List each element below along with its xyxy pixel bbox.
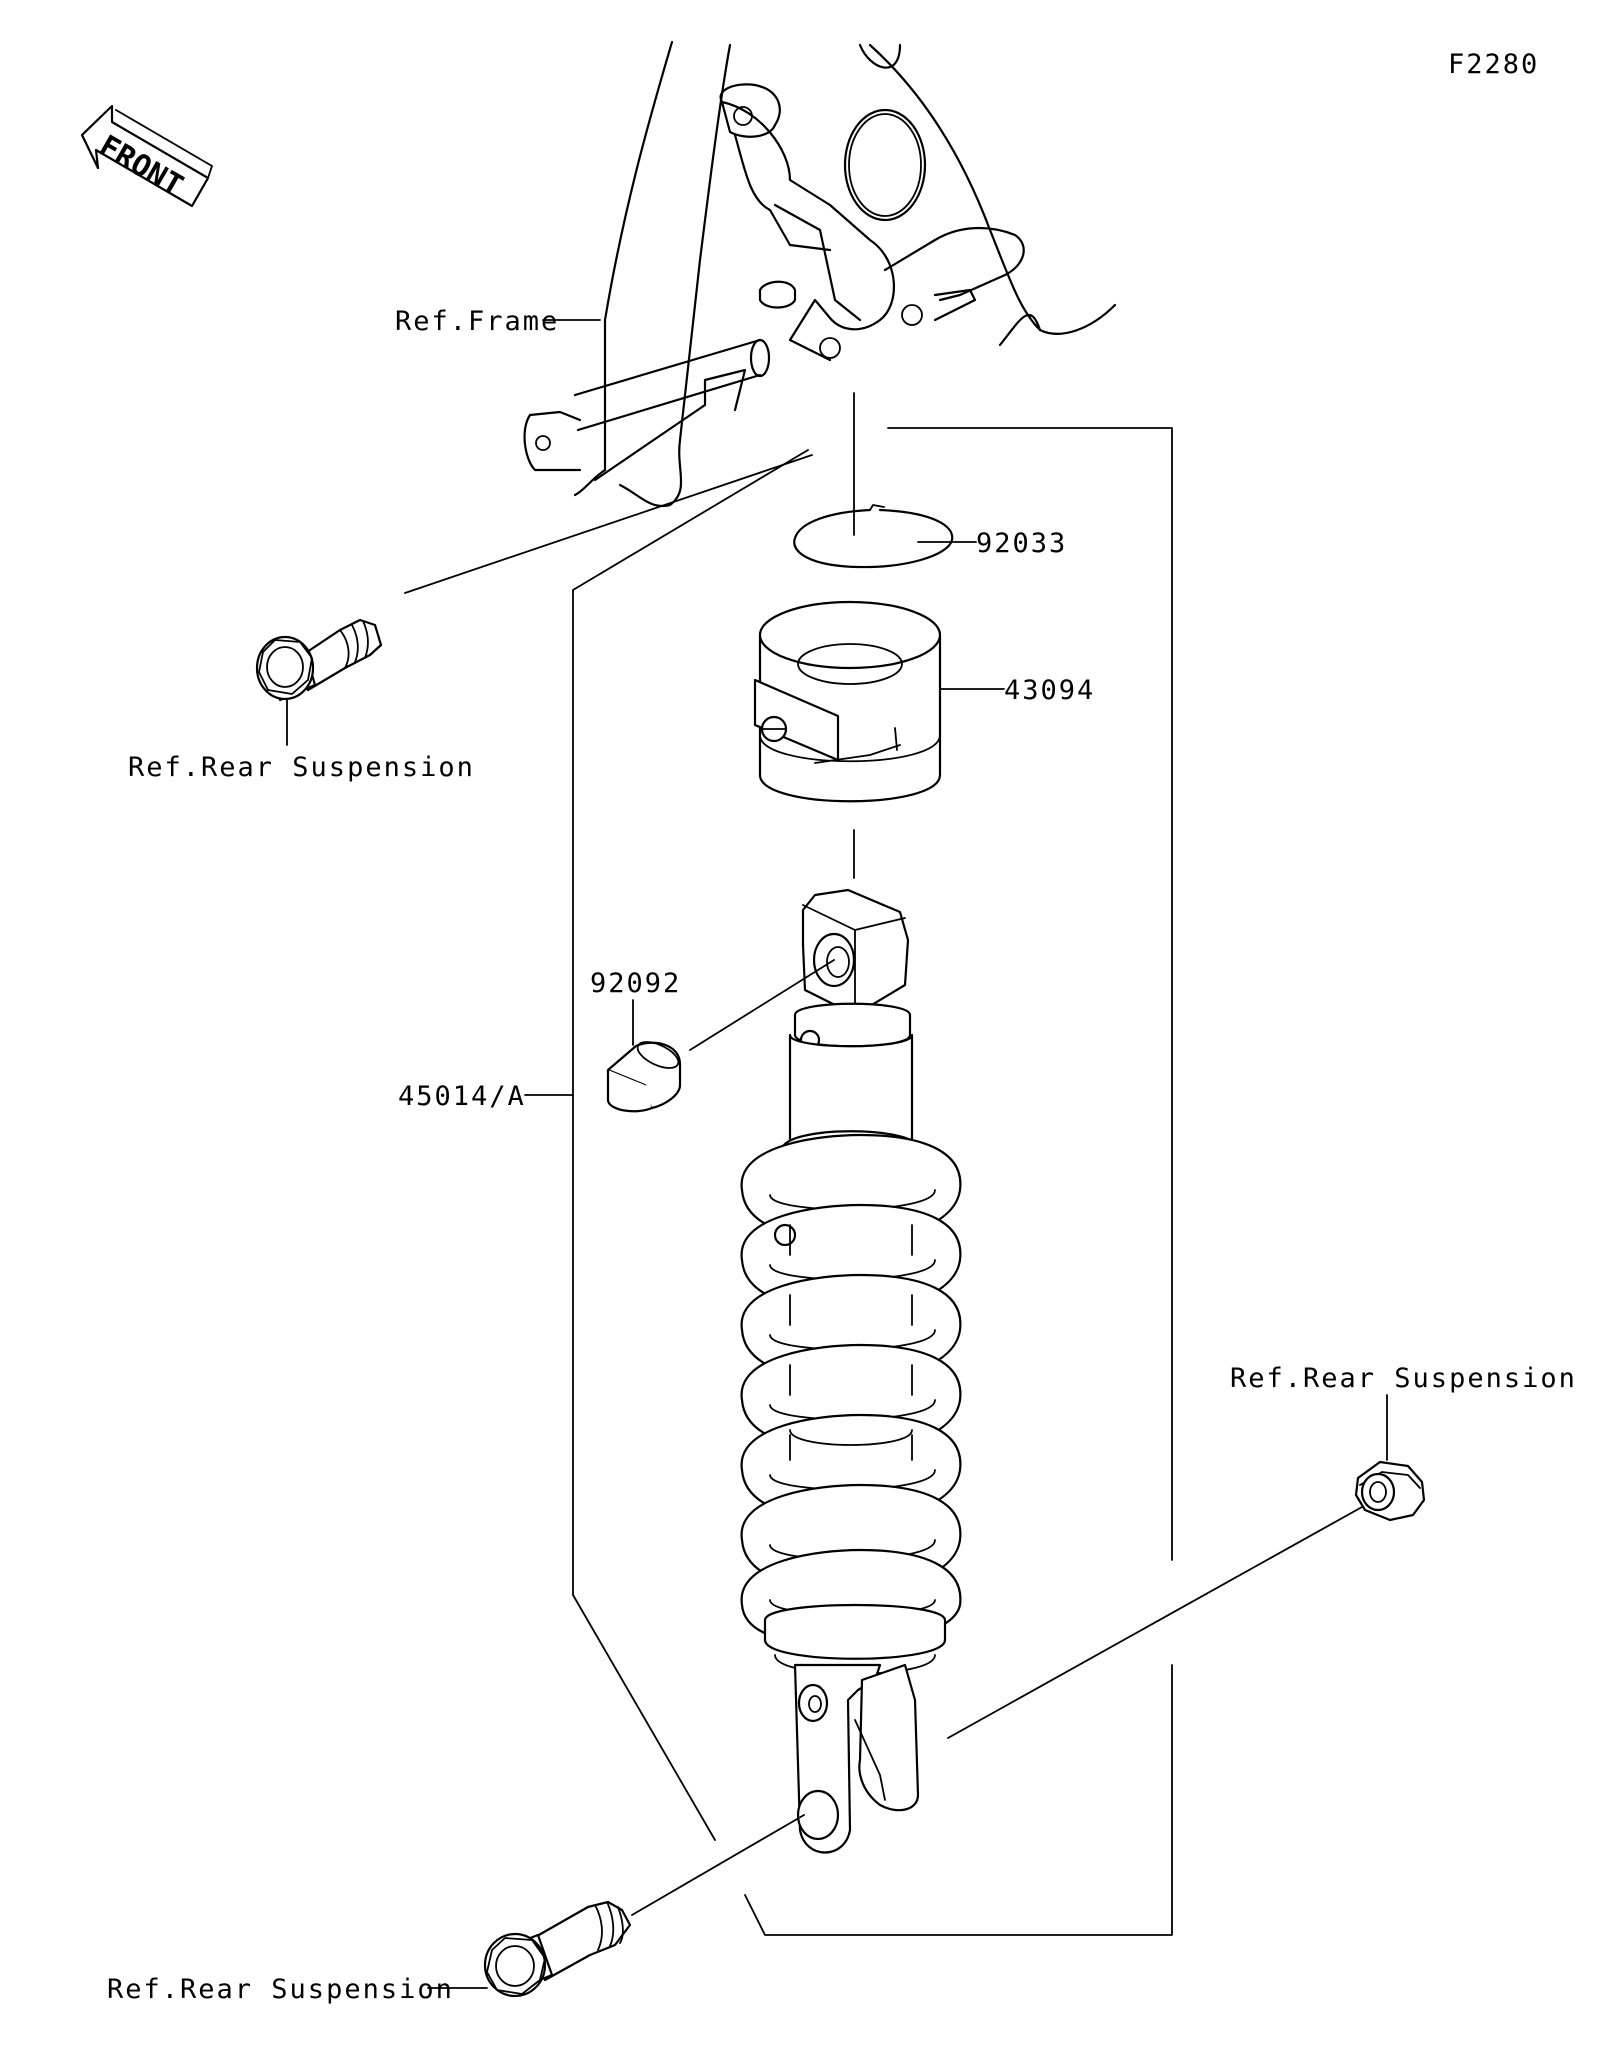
circlip-92033 xyxy=(793,504,954,569)
front-direction-arrow: FRONT xyxy=(80,104,213,208)
ref-frame-label: Ref.Frame xyxy=(395,306,559,337)
ref-rear-suspension-nut-label: Ref.Rear Suspension xyxy=(1230,1363,1577,1394)
ref-rear-suspension-upper-label: Ref.Rear Suspension xyxy=(128,752,475,783)
part-45014a-label: 45014/A xyxy=(398,1081,526,1112)
diagram-code: F2280 xyxy=(1448,49,1539,80)
rear-shock-absorber xyxy=(740,888,962,1854)
lower-mounting-bolt xyxy=(483,1900,632,1998)
upper-mounting-bolt xyxy=(255,618,383,702)
collar-bush-92092 xyxy=(606,1041,682,1113)
part-92092-label: 92092 xyxy=(590,968,681,999)
part-43094-label: 43094 xyxy=(1004,675,1095,706)
coil-spring xyxy=(740,1133,962,1647)
assembly-bracket-45014a xyxy=(572,427,1173,1936)
spring-adjuster-ring-43094 xyxy=(753,600,942,803)
frame-reference xyxy=(523,40,1117,508)
lower-mounting-nut xyxy=(1354,1460,1426,1522)
ref-rear-suspension-lower-label: Ref.Rear Suspension xyxy=(107,1974,454,2005)
part-92033-label: 92033 xyxy=(976,528,1067,559)
